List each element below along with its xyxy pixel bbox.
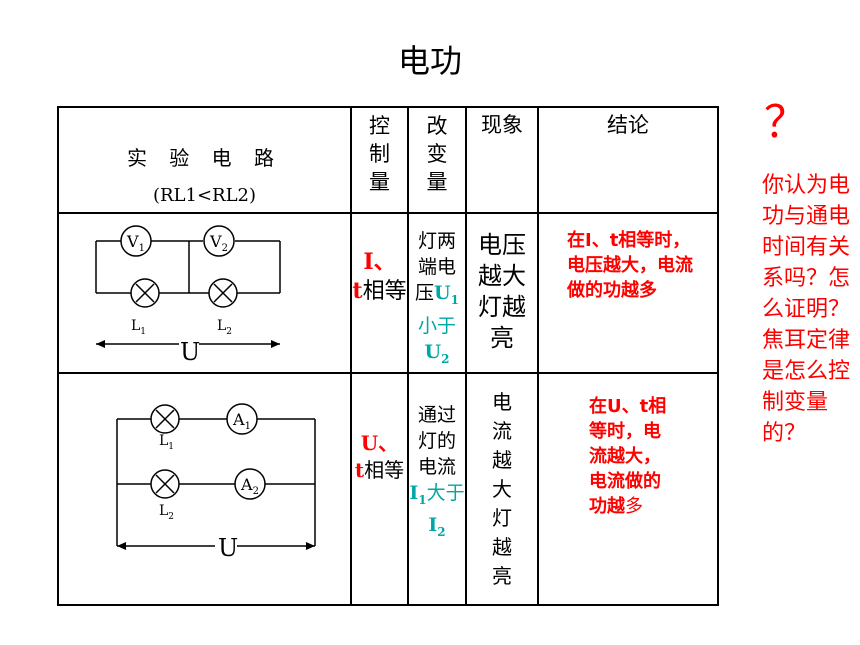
lamp-2-label: L2 <box>159 503 174 522</box>
row2-conclusion-text: 在U、t相等时，电流越大，电流做的功越 <box>589 395 667 517</box>
header-phenomenon: 现象 <box>465 106 539 214</box>
lamp-2-icon <box>208 278 238 308</box>
row2-conclusion-end: 多 <box>625 495 643 517</box>
lamp-1-label: L1 <box>131 318 146 337</box>
ammeter-1-icon <box>226 402 258 435</box>
header-phenomenon-text: 现象 <box>481 113 523 137</box>
question-mark-icon: ？ <box>764 97 808 148</box>
row2-change-relation: 大于 <box>426 481 465 504</box>
lamp-2-label: L2 <box>217 318 232 337</box>
voltage-label: U <box>180 338 200 366</box>
side-question-text: 你认为电功与通电时间有关系吗？怎么证明？焦耳定律是怎么控制变量的？ <box>762 173 851 446</box>
voltmeter-1-icon <box>120 225 152 257</box>
voltmeter-2-icon <box>203 225 235 257</box>
row1-control: I、 t相等 <box>350 212 409 374</box>
row1-control-time: t <box>352 278 363 304</box>
row1-phenomenon-text: 电压越大灯越亮 <box>478 231 526 352</box>
parallel-circuit-cell: A1 A2 L1 L2 U <box>57 371 352 606</box>
row2-change-text: 通过灯的电流 <box>417 403 456 478</box>
ammeter-2-icon <box>234 467 266 500</box>
lamp-1-label: L1 <box>159 433 174 452</box>
row1-change-text: 灯两端电压 <box>415 230 456 304</box>
row1-conclusion-text: 在I、t相等时，电压越大，电流做的功越多 <box>567 230 693 301</box>
header-control: 控制量 <box>350 106 409 214</box>
voltmeter-1-label: V1 <box>126 232 145 254</box>
table-header-row: 实 验 电 路 (RL1<RL2) 控制量 改变量 现象 结论 <box>57 106 719 214</box>
row1-control-vars: I、 <box>363 249 396 275</box>
header-change-text: 改变量 <box>426 114 448 194</box>
page-title: 电功 <box>397 42 462 80</box>
lamp-2-icon <box>150 468 180 499</box>
voltage-label: U <box>218 534 238 562</box>
row2-change: 通过灯的电流 I1大于 I2 <box>407 371 467 606</box>
voltmeter-2-label: V2 <box>209 232 228 254</box>
header-conclusion: 结论 <box>537 106 719 214</box>
ammeter-1-label: A1 <box>232 410 251 432</box>
experiment-table: 实 验 电 路 (RL1<RL2) 控制量 改变量 现象 结论 <box>57 106 719 606</box>
row1-control-equal: 相等 <box>362 279 407 304</box>
row2-phenomenon: 电流越大灯越亮 <box>465 371 539 606</box>
series-circuit-cell: V1 V2 L1 L2 U <box>57 212 352 374</box>
row1-conclusion: 在I、t相等时，电压越大，电流做的功越多 <box>537 212 719 374</box>
table-row: V1 V2 L1 L2 U I、 t相等 灯两端电压U1 小于 U2 电压越大灯… <box>57 212 719 374</box>
row2-phenomenon-text: 电流越大灯越亮 <box>492 389 512 588</box>
row2-conclusion: 在U、t相等时，电流越大，电流做的功越多 <box>537 371 719 606</box>
row2-change-i2: I2 <box>428 514 446 540</box>
lamp-1-icon <box>150 403 180 434</box>
row2-control: U、 t相等 <box>350 371 409 606</box>
ammeter-2-label: A2 <box>240 475 259 497</box>
row2-change-i1: I1 <box>409 481 427 507</box>
row1-change: 灯两端电压U1 小于 U2 <box>407 212 467 374</box>
voltmeter-circuit-diagram: V1 V2 L1 L2 U <box>95 225 281 366</box>
header-change: 改变量 <box>407 106 467 214</box>
lamp-1-icon <box>130 278 160 308</box>
header-conclusion-text: 结论 <box>607 113 649 137</box>
row1-change-u1: U1 <box>434 282 459 307</box>
row1-phenomenon: 电压越大灯越亮 <box>465 212 539 374</box>
header-control-text: 控制量 <box>369 114 390 194</box>
header-circuit: 实 验 电 路 (RL1<RL2) <box>57 106 352 214</box>
row2-control-vars: U、 <box>360 430 399 455</box>
row2-control-equal: 相等 <box>364 457 405 482</box>
ammeter-circuit-diagram: A1 A2 L1 L2 U <box>116 402 316 562</box>
header-circuit-title: 实 验 电 路 <box>126 146 283 170</box>
row1-change-u2: U2 <box>424 340 450 366</box>
header-circuit-condition: (RL1<RL2) <box>152 185 257 206</box>
row1-change-relation: 小于 <box>417 314 456 337</box>
table-row: A1 A2 L1 L2 U U、 t相等 通过灯的电流 I1大于 I2 电流越大… <box>57 371 719 606</box>
row2-control-time: t <box>354 457 365 482</box>
